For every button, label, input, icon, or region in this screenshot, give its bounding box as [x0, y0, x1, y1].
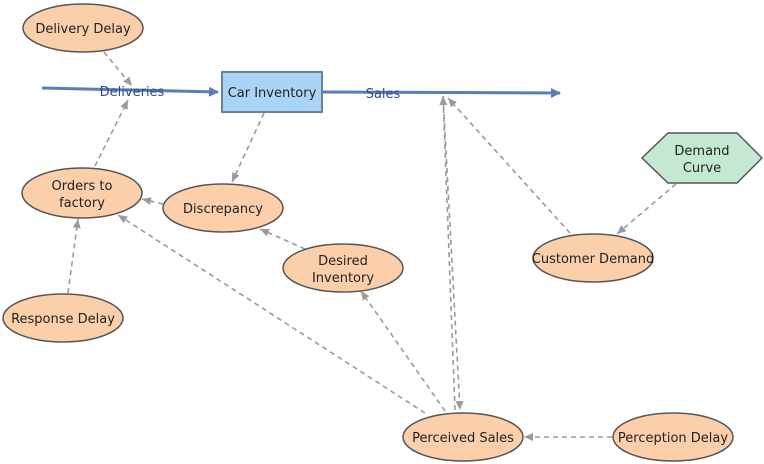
- demand-curve-label-2: Curve: [683, 161, 721, 176]
- desired-inventory-label-1: Desired: [318, 254, 368, 269]
- delivery-delay-node[interactable]: [22, 3, 144, 53]
- perceived-sales-label: Perceived Sales: [412, 431, 514, 446]
- desired-inventory-node[interactable]: [282, 243, 404, 293]
- link-perceived-to-orders: [117, 214, 426, 414]
- outflow-pipe: [321, 87, 561, 98]
- link-orders-to-deliveries: [94, 99, 129, 167]
- link-perceived-to-sales: [439, 95, 456, 411]
- link-inventory-to-discrepancy: [231, 112, 265, 183]
- car-inventory-label: Car Inventory: [228, 86, 317, 101]
- orders-to-factory-label-1: Orders to: [52, 179, 113, 194]
- orders-to-factory-label-2: factory: [59, 196, 105, 211]
- car-inventory-stock[interactable]: [221, 71, 323, 113]
- perceived-sales-node[interactable]: [402, 412, 524, 462]
- link-delivery-delay-to-deliveries: [103, 51, 133, 87]
- inflow-label: Deliveries: [100, 85, 165, 100]
- inflow-pipe: [41, 86, 219, 97]
- link-discrepancy-to-orders: [141, 197, 164, 205]
- discrepancy-node[interactable]: [162, 183, 284, 233]
- demand-curve-node[interactable]: [640, 132, 764, 184]
- response-delay-label: Response Delay: [11, 312, 115, 327]
- perception-delay-label: Perception Delay: [618, 431, 728, 446]
- link-response-delay-to-orders: [67, 218, 81, 294]
- link-sales-to-perceived: [442, 95, 464, 411]
- link-desired-to-discrepancy: [259, 228, 306, 250]
- customer-demand-label: Customer Demand: [532, 252, 654, 267]
- orders-to-factory-node[interactable]: [21, 167, 143, 219]
- link-demand-curve-to-customer: [616, 183, 677, 235]
- demand-curve-label-1: Demand: [674, 144, 729, 159]
- discrepancy-label: Discrepancy: [183, 202, 263, 217]
- desired-inventory-label-2: Inventory: [312, 271, 374, 286]
- customer-demand-node[interactable]: [532, 233, 654, 283]
- link-customer-demand-to-sales: [447, 97, 571, 234]
- link-perceived-to-desired: [360, 290, 446, 412]
- perception-delay-node[interactable]: [612, 412, 734, 462]
- delivery-delay-label: Delivery Delay: [35, 22, 131, 37]
- response-delay-node[interactable]: [2, 293, 124, 343]
- outflow-label: Sales: [366, 87, 401, 102]
